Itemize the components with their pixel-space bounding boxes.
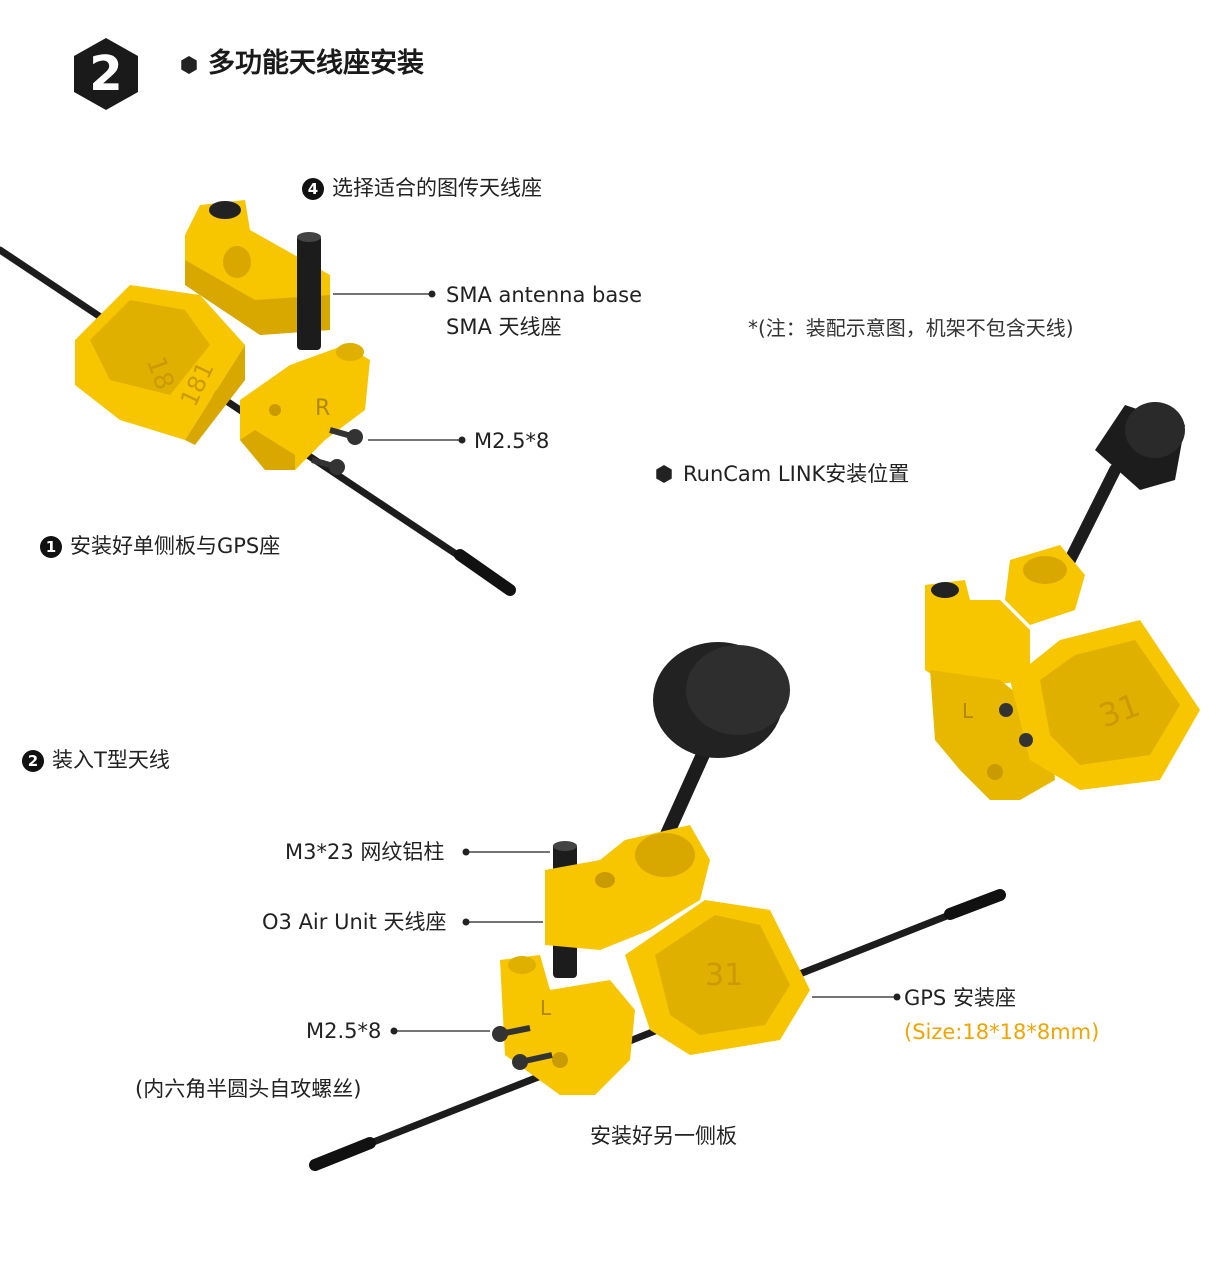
callout-sma-cn: SMA 天线座	[446, 315, 562, 339]
svg-text:L: L	[962, 699, 974, 723]
runcam-assembly: L 31	[925, 402, 1200, 800]
assembly-note: *(注：装配示意图，机架不包含天线)	[748, 316, 1074, 340]
callout-m3-standoff: M3*23 网纹铝柱	[285, 840, 445, 864]
step-badge-number: 2	[89, 46, 123, 102]
hexagon-bullet-icon	[656, 465, 672, 483]
callout-runcam-position: RunCam LINK安装位置	[655, 464, 909, 485]
callout-screw-description: (内六角半圆头自攻螺丝)	[135, 1077, 362, 1101]
step-number-icon: 4	[302, 178, 324, 200]
step-badge-hexagon	[74, 38, 138, 110]
callout-gps-seat: GPS 安装座	[904, 986, 1016, 1010]
svg-text:R: R	[315, 396, 330, 421]
step-number-icon: 1	[40, 536, 62, 558]
callout-other-side-plate: 安装好另一侧板	[590, 1124, 737, 1148]
svg-text:L: L	[540, 996, 552, 1020]
callout-gps-size: (Size:18*18*8mm)	[904, 1020, 1100, 1044]
section-title-text: 多功能天线座安装	[208, 48, 424, 79]
callout-m25-top: M2.5*8	[474, 429, 550, 453]
step-number-icon: 2	[22, 750, 44, 772]
callout-sma-en: SMA antenna base	[446, 283, 643, 307]
svg-text:31: 31	[705, 958, 743, 993]
hexagon-bullet-icon	[181, 56, 197, 74]
top-assembly: 18 181 R	[0, 200, 516, 596]
bottom-assembly: 31 L	[309, 642, 1006, 1171]
callout-m25-bottom: M2.5*8	[306, 1019, 382, 1043]
section-title: 多功能天线座安装	[180, 50, 424, 77]
callout-o3-antenna-base: O3 Air Unit 天线座	[262, 910, 447, 934]
